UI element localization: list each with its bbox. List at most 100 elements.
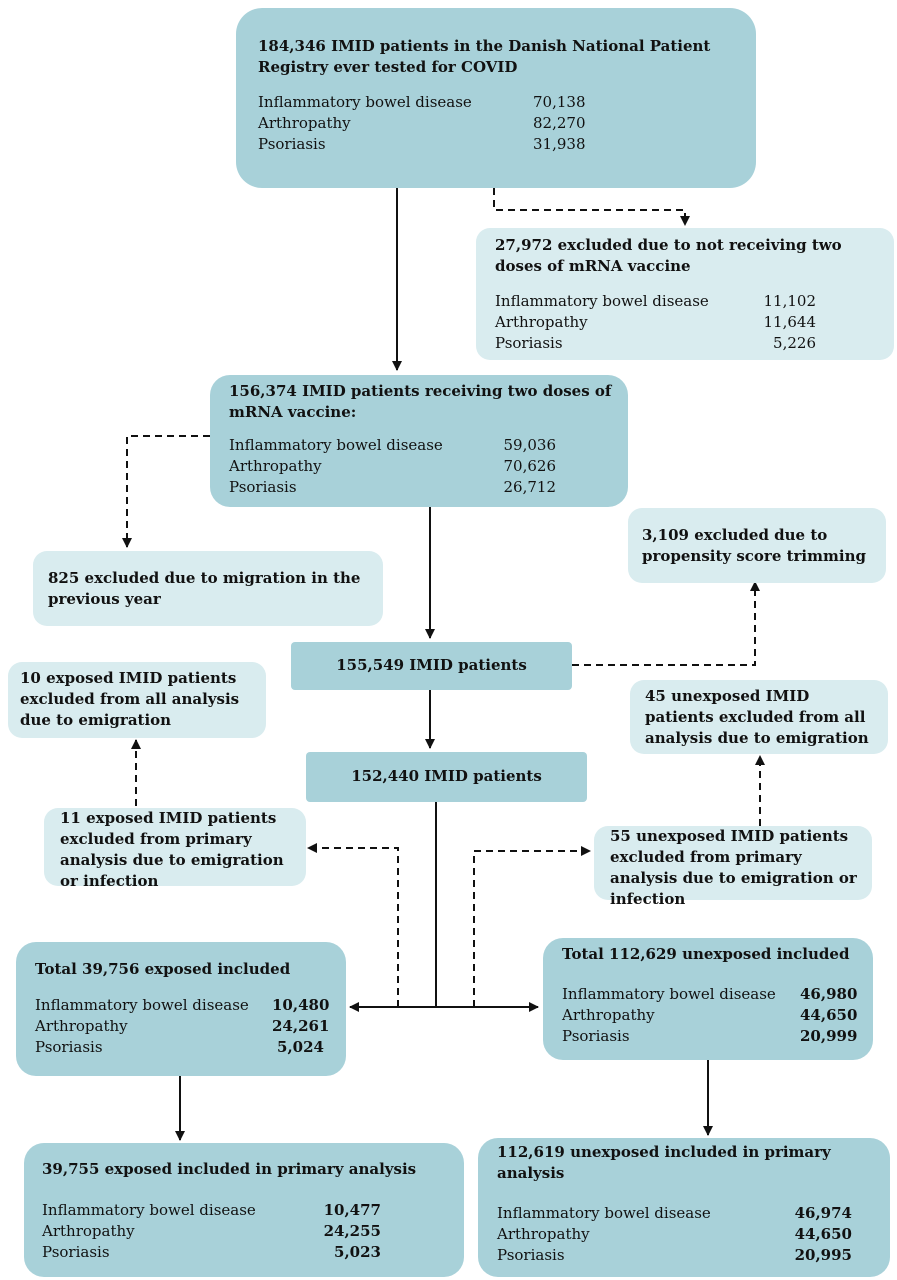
box-unexposed-total-title: Total 112,629 unexposed included	[562, 945, 850, 963]
row-ibd: Inflammatory bowel disease 10,480	[35, 995, 336, 1016]
row-label: Inflammatory bowel disease	[562, 985, 776, 1003]
box-patients-155-title: 155,549 IMID patients	[336, 656, 527, 674]
row-label: Inflammatory bowel disease	[42, 1201, 256, 1219]
row-value: 26,712	[503, 478, 557, 496]
row-value: 59,036	[503, 436, 557, 454]
row-value: 5,226	[773, 334, 816, 352]
box-exposed-total-rows: Inflammatory bowel disease 10,480 Arthro…	[35, 995, 336, 1058]
box-unexposed-primary: 112,619 unexposed included in primary an…	[478, 1138, 890, 1277]
box-excl-unexposed-all-title: 45 unexposed IMID patients excluded from…	[645, 687, 869, 747]
row-label: Arthropathy	[562, 1006, 655, 1024]
row-value: 24,255	[323, 1222, 381, 1240]
box-start: 184,346 IMID patients in the Danish Nati…	[236, 8, 756, 188]
row-label: Arthropathy	[229, 457, 322, 475]
box-start-title: 184,346 IMID patients in the Danish Nati…	[258, 37, 711, 76]
box-unexposed-primary-rows: Inflammatory bowel disease 46,974 Arthro…	[497, 1203, 880, 1266]
row-arthropathy: Arthropathy 24,261	[35, 1016, 336, 1037]
box-excl-exposed-primary: 11 exposed IMID patients excluded from p…	[44, 808, 306, 890]
row-label: Inflammatory bowel disease	[495, 292, 709, 310]
row-psoriasis: Psoriasis 5,024	[35, 1037, 336, 1058]
box-exposed-primary-rows: Inflammatory bowel disease 10,477 Arthro…	[42, 1200, 454, 1263]
row-psoriasis: Psoriasis 26,712	[229, 477, 614, 498]
box-exposed-primary: 39,755 exposed included in primary analy…	[24, 1143, 464, 1277]
row-value: 46,974	[794, 1204, 852, 1222]
box-patients-152-title: 152,440 IMID patients	[351, 767, 542, 785]
box-excl-exposed-all-title: 10 exposed IMID patients excluded from a…	[20, 669, 240, 729]
row-label: Inflammatory bowel disease	[258, 93, 472, 111]
row-label: Arthropathy	[35, 1017, 128, 1035]
row-value: 20,999	[800, 1027, 858, 1045]
row-ibd: Inflammatory bowel disease 59,036	[229, 435, 614, 456]
row-arthropathy: Arthropathy 82,270	[258, 113, 736, 134]
row-psoriasis: Psoriasis 5,226	[495, 333, 880, 354]
box-exposed-total-title: Total 39,756 exposed included	[35, 960, 291, 978]
box-excl-trimming-title: 3,109 excluded due to propensity score t…	[642, 526, 866, 565]
box-excl-vaccine-rows: Inflammatory bowel disease 11,102 Arthro…	[495, 291, 880, 354]
row-ibd: Inflammatory bowel disease 11,102	[495, 291, 880, 312]
row-ibd: Inflammatory bowel disease 70,138	[258, 92, 736, 113]
box-excl-exposed-primary-title: 11 exposed IMID patients excluded from p…	[60, 809, 284, 890]
box-exposed-total: Total 39,756 exposed included Inflammato…	[16, 942, 346, 1076]
row-arthropathy: Arthropathy 70,626	[229, 456, 614, 477]
box-vaccinated-title: 156,374 IMID patients receiving two dose…	[229, 382, 612, 421]
row-value: 24,261	[272, 1017, 330, 1035]
row-value: 44,650	[800, 1006, 858, 1024]
row-psoriasis: Psoriasis 20,999	[562, 1026, 863, 1047]
row-ibd: Inflammatory bowel disease 46,974	[497, 1203, 880, 1224]
row-psoriasis: Psoriasis 31,938	[258, 134, 736, 155]
row-value: 5,024	[277, 1038, 324, 1056]
box-excl-migration: 825 excluded due to migration in the pre…	[33, 551, 383, 626]
box-excl-unexposed-primary: 55 unexposed IMID patients excluded from…	[594, 826, 872, 908]
row-value: 11,644	[763, 313, 817, 331]
box-start-rows: Inflammatory bowel disease 70,138 Arthro…	[258, 92, 736, 155]
box-patients-155: 155,549 IMID patients	[291, 642, 572, 690]
row-value: 10,477	[323, 1201, 381, 1219]
row-arthropathy: Arthropathy 11,644	[495, 312, 880, 333]
row-label: Psoriasis	[42, 1243, 110, 1261]
box-unexposed-primary-title: 112,619 unexposed included in primary an…	[497, 1143, 831, 1182]
row-value: 5,023	[334, 1243, 381, 1261]
row-label: Psoriasis	[562, 1027, 630, 1045]
dashed-to-excl-vaccine	[493, 188, 690, 226]
row-psoriasis: Psoriasis 20,995	[497, 1245, 880, 1266]
box-vaccinated: 156,374 IMID patients receiving two dose…	[210, 375, 628, 507]
row-label: Psoriasis	[229, 478, 297, 496]
dashed-to-excl-trimming	[572, 581, 760, 666]
row-value: 82,270	[533, 114, 586, 132]
row-arthropathy: Arthropathy 44,650	[497, 1224, 880, 1245]
row-label: Psoriasis	[258, 135, 326, 153]
box-excl-unexposed-primary-title: 55 unexposed IMID patients excluded from…	[610, 827, 857, 908]
row-value: 46,980	[800, 985, 858, 1003]
row-label: Inflammatory bowel disease	[35, 996, 249, 1014]
row-value: 10,480	[272, 996, 330, 1014]
box-excl-migration-title: 825 excluded due to migration in the pre…	[48, 569, 361, 608]
row-label: Arthropathy	[42, 1222, 135, 1240]
row-ibd: Inflammatory bowel disease 10,477	[42, 1200, 454, 1221]
row-label: Arthropathy	[258, 114, 351, 132]
box-vaccinated-rows: Inflammatory bowel disease 59,036 Arthro…	[229, 435, 614, 498]
box-exposed-primary-title: 39,755 exposed included in primary analy…	[42, 1160, 417, 1178]
row-label: Psoriasis	[497, 1246, 565, 1264]
row-label: Arthropathy	[495, 313, 588, 331]
row-value: 20,995	[794, 1246, 852, 1264]
box-unexposed-total: Total 112,629 unexposed included Inflamm…	[543, 938, 873, 1060]
row-value: 44,650	[794, 1225, 852, 1243]
row-label: Inflammatory bowel disease	[229, 436, 443, 454]
row-value: 70,626	[503, 457, 557, 475]
box-excl-trimming: 3,109 excluded due to propensity score t…	[628, 508, 886, 583]
dashed-to-excl-migration	[122, 435, 210, 548]
row-label: Psoriasis	[35, 1038, 103, 1056]
box-excl-vaccine: 27,972 excluded due to not receiving two…	[476, 228, 894, 360]
row-value: 31,938	[533, 135, 586, 153]
row-arthropathy: Arthropathy 44,650	[562, 1005, 863, 1026]
row-value: 70,138	[533, 93, 586, 111]
box-excl-vaccine-title: 27,972 excluded due to not receiving two…	[495, 236, 842, 275]
box-excl-exposed-all: 10 exposed IMID patients excluded from a…	[8, 662, 266, 738]
row-label: Arthropathy	[497, 1225, 590, 1243]
row-value: 11,102	[763, 292, 817, 310]
row-label: Psoriasis	[495, 334, 563, 352]
row-psoriasis: Psoriasis 5,023	[42, 1242, 454, 1263]
box-patients-152: 152,440 IMID patients	[306, 752, 587, 802]
row-ibd: Inflammatory bowel disease 46,980	[562, 984, 863, 1005]
